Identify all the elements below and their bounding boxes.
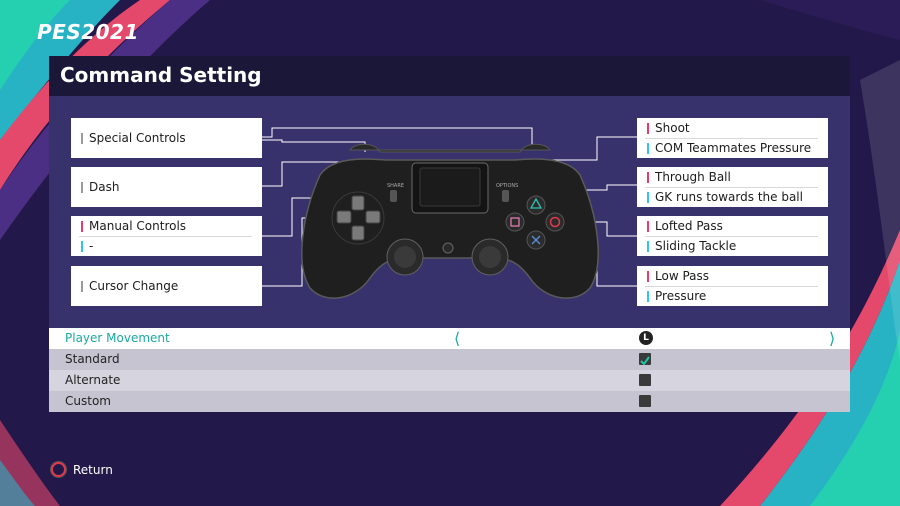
marker-pink bbox=[647, 171, 649, 183]
option-custom[interactable]: Custom bbox=[49, 391, 850, 412]
box-label: Pressure bbox=[655, 289, 707, 303]
marker-pink bbox=[647, 270, 649, 282]
box-label: Low Pass bbox=[655, 269, 709, 283]
circle-button-icon bbox=[51, 462, 66, 477]
marker-cyan bbox=[647, 290, 649, 302]
box-label: Cursor Change bbox=[89, 279, 179, 293]
box-label: Manual Controls bbox=[89, 219, 187, 233]
left-box-special-controls: Special Controls bbox=[71, 118, 262, 158]
l-stick-button-icon: L bbox=[639, 331, 653, 345]
checkbox-icon[interactable] bbox=[639, 374, 651, 386]
box-label: Lofted Pass bbox=[655, 219, 723, 233]
right-box-through-ball: Through Ball GK runs towards the ball bbox=[637, 167, 828, 207]
panel-header: Command Setting bbox=[49, 56, 850, 96]
player-movement-label: Player Movement bbox=[65, 331, 170, 345]
box-label: Through Ball bbox=[655, 170, 731, 184]
option-alternate[interactable]: Alternate bbox=[49, 370, 850, 391]
marker-white bbox=[81, 280, 83, 292]
marker-cyan bbox=[81, 240, 83, 252]
checkbox-icon[interactable] bbox=[639, 395, 651, 407]
box-label: GK runs towards the ball bbox=[655, 190, 803, 204]
marker-white bbox=[81, 132, 83, 144]
right-box-lofted-pass: Lofted Pass Sliding Tackle bbox=[637, 216, 828, 256]
return-label: Return bbox=[73, 462, 113, 477]
box-label: - bbox=[89, 239, 94, 253]
option-standard[interactable]: Standard bbox=[49, 349, 850, 370]
marker-cyan bbox=[647, 191, 649, 203]
pes-logo: PES2021 bbox=[37, 20, 139, 44]
marker-cyan bbox=[647, 240, 649, 252]
chevron-right-icon[interactable]: ⟩ bbox=[829, 329, 836, 348]
left-box-manual-controls: Manual Controls - bbox=[71, 216, 262, 256]
marker-white bbox=[81, 181, 83, 193]
box-label: Special Controls bbox=[89, 131, 186, 145]
player-movement-selector[interactable]: Player Movement ⟨ L ⟩ bbox=[49, 328, 850, 349]
left-box-cursor-change: Cursor Change bbox=[71, 266, 262, 306]
option-label: Standard bbox=[65, 352, 120, 366]
box-label: Dash bbox=[89, 180, 120, 194]
box-label: Shoot bbox=[655, 121, 690, 135]
box-label: Sliding Tackle bbox=[655, 239, 737, 253]
page-title: Command Setting bbox=[60, 63, 262, 87]
chevron-left-icon[interactable]: ⟨ bbox=[454, 329, 461, 348]
marker-pink bbox=[81, 220, 83, 232]
option-label: Alternate bbox=[65, 373, 121, 387]
right-box-shoot: Shoot COM Teammates Pressure bbox=[637, 118, 828, 158]
box-label: COM Teammates Pressure bbox=[655, 141, 812, 155]
return-button[interactable]: Return bbox=[51, 462, 113, 477]
left-box-dash: Dash bbox=[71, 167, 262, 207]
marker-cyan bbox=[647, 142, 649, 154]
option-label: Custom bbox=[65, 394, 111, 408]
marker-pink bbox=[647, 220, 649, 232]
right-box-low-pass: Low Pass Pressure bbox=[637, 266, 828, 306]
marker-pink bbox=[647, 122, 649, 134]
checkbox-checked-icon[interactable] bbox=[639, 353, 651, 366]
